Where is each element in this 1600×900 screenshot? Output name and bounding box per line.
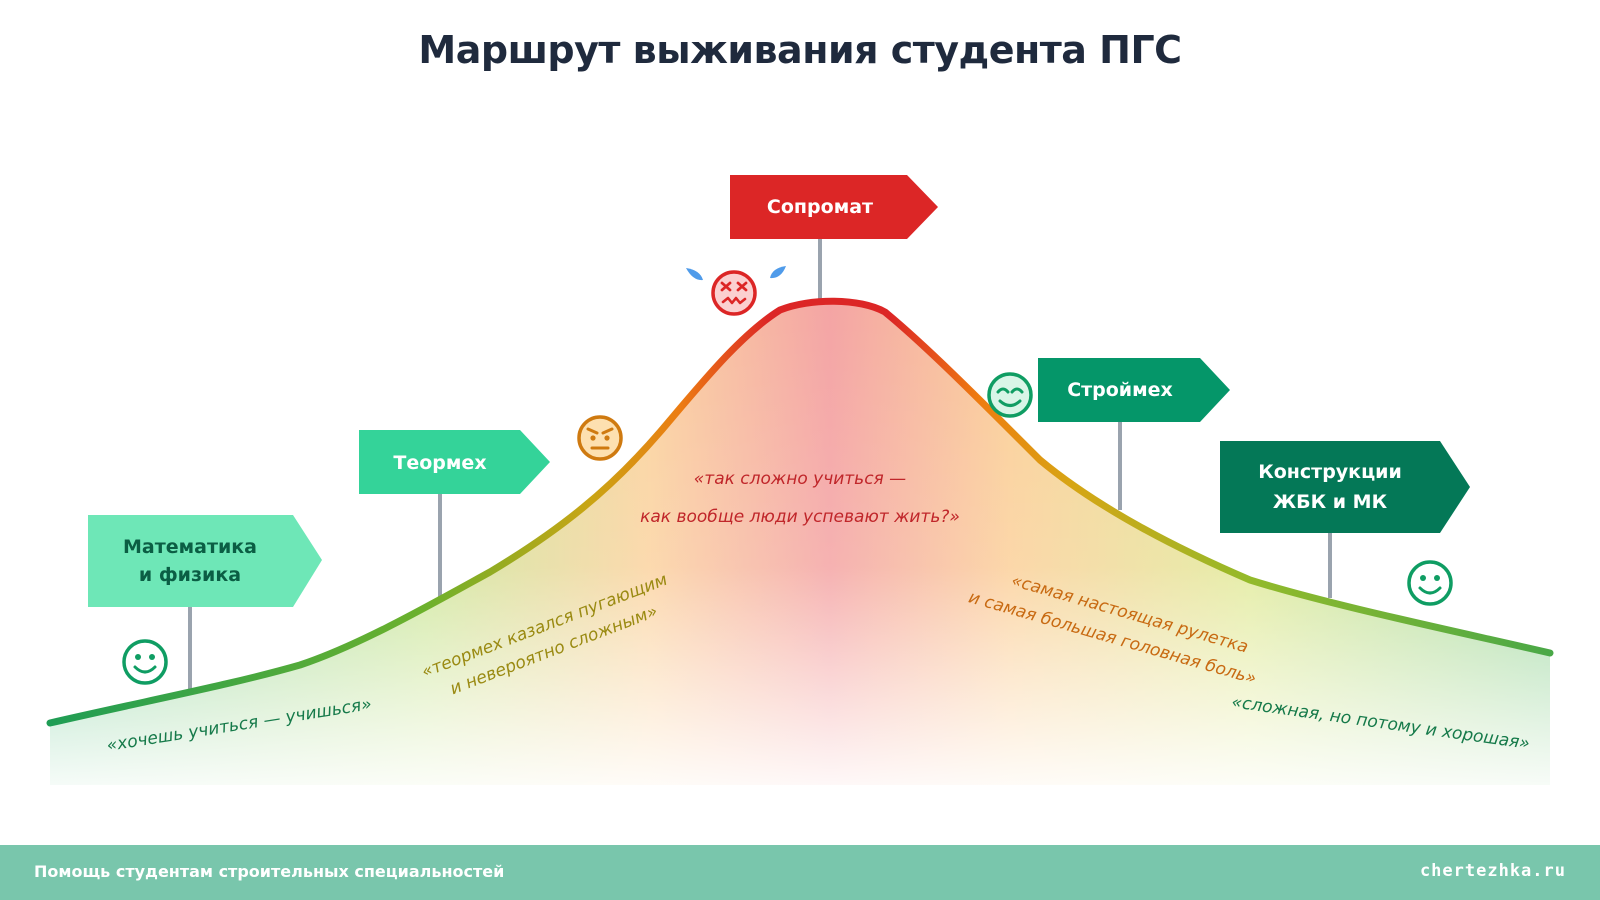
sign-konstr-label-2: ЖБК и МК [1273, 491, 1388, 513]
sign-stroimeh: Строймех [1038, 358, 1230, 422]
sign-stroimeh-board [1038, 358, 1230, 422]
sign-pole-stroimeh [1118, 420, 1122, 510]
mountain-area-fade [50, 301, 1550, 785]
sweat-drop-icon [770, 266, 786, 279]
dizzy-face-icon [711, 270, 757, 316]
sign-sopromat-board [730, 175, 938, 239]
footer-bar: Помощь студентам строительных специально… [0, 845, 1600, 900]
relieved-face-icon [987, 372, 1033, 418]
annoyed-face-icon [577, 415, 623, 461]
sign-math: Математика и физика [88, 515, 322, 607]
sign-konstr: Конструкции ЖБК и МК [1220, 441, 1470, 533]
sign-math-label-2: и физика [139, 564, 241, 586]
quote-sopromat-line-2: как вообще люди успевают жить?» [640, 507, 960, 527]
sign-pole-teormeh [438, 492, 442, 602]
sign-pole-sopromat [818, 237, 822, 305]
quote-sopromat-line-1: «так сложно учиться — [694, 469, 906, 489]
footer-site-link[interactable]: chertezhka.ru [1419, 861, 1566, 881]
sign-sopromat: Сопромат [730, 175, 938, 239]
smile-face-icon [1407, 560, 1453, 606]
smile-face-icon [122, 639, 168, 685]
sign-teormeh: Теормех [359, 430, 550, 494]
sweat-drop-icon [686, 268, 703, 281]
sign-sopromat-label: Сопромат [767, 196, 873, 218]
difficulty-curve [46, 297, 1554, 727]
sign-stroimeh-label: Строймех [1067, 379, 1173, 401]
sign-pole-math [188, 605, 192, 695]
sign-pole-konstr [1328, 530, 1332, 598]
sign-konstr-label-1: Конструкции [1258, 461, 1402, 483]
page-title: Маршрут выживания студента ПГС [418, 28, 1182, 72]
footer-tagline: Помощь студентам строительных специально… [34, 862, 505, 881]
sign-teormeh-label: Теормех [393, 452, 486, 474]
sign-konstr-board [1220, 441, 1470, 533]
sign-math-label-1: Математика [123, 536, 257, 558]
sign-math-board [88, 515, 322, 607]
sign-teormeh-board [359, 430, 550, 494]
